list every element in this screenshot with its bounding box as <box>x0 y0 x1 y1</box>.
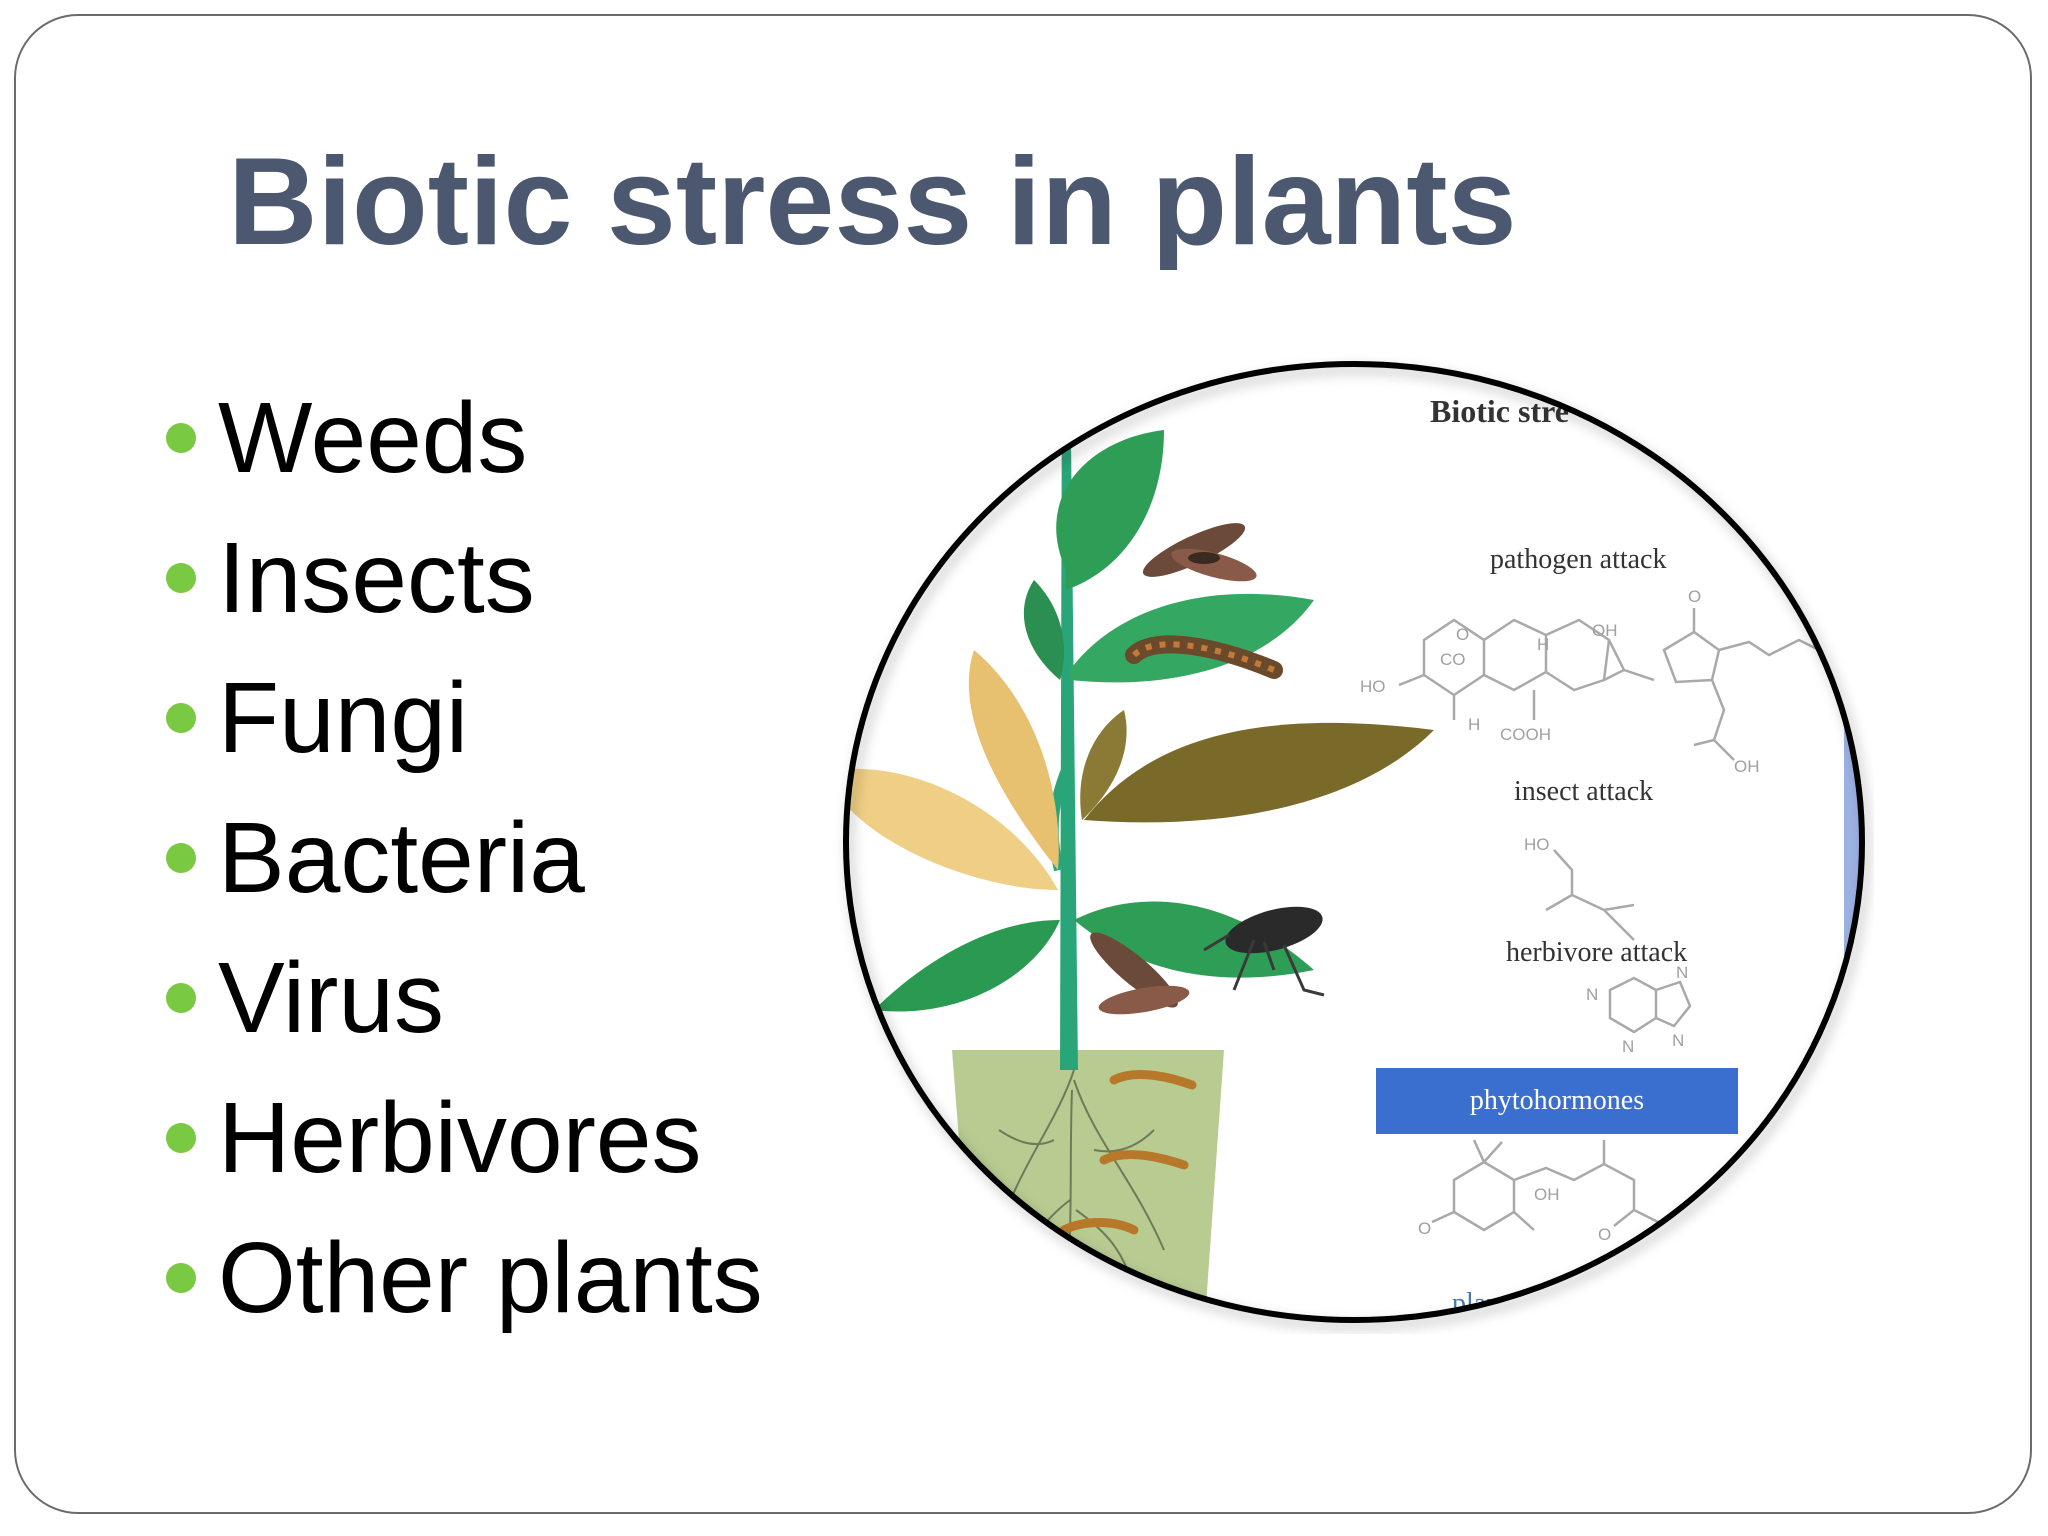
chem-label: CO <box>1440 650 1466 669</box>
beetle-icon <box>1203 906 1325 997</box>
bullet-text: Other plants <box>218 1221 763 1334</box>
bullet-dot-icon <box>166 563 196 593</box>
chem-label: H <box>1537 635 1549 654</box>
chemical-structure-icon: HO <box>1524 835 1635 941</box>
leaf-icon <box>1023 580 1065 680</box>
slide: Biotic stress in plants Weeds Insects Fu… <box>14 14 2032 1514</box>
chem-label: H <box>1468 715 1480 734</box>
bullet-item-other-plants: Other plants <box>166 1208 763 1348</box>
biotic-stress-figure: Biotic stre pathogen attack insect attac… <box>834 350 1874 1334</box>
bullet-dot-icon <box>166 983 196 1013</box>
pathogen-attack-label: pathogen attack <box>1490 544 1666 575</box>
chemical-structure-icon: OH O O <box>1418 1139 1659 1244</box>
bullet-text: Herbivores <box>218 1081 702 1194</box>
bullet-dot-icon <box>166 843 196 873</box>
bullet-item-weeds: Weeds <box>166 368 763 508</box>
bullet-text: Insects <box>218 521 535 634</box>
figure-svg: Biotic stre pathogen attack insect attac… <box>843 361 1865 1323</box>
leaf-icon <box>846 768 1058 890</box>
leaf-icon <box>968 650 1059 870</box>
caterpillar-icon <box>1125 635 1283 679</box>
bullet-list: Weeds Insects Fungi Bacteria Virus Herbi… <box>166 368 763 1348</box>
bullet-item-fungi: Fungi <box>166 648 763 788</box>
chemical-structure-icon: O OH <box>1662 587 1820 776</box>
chem-label: O <box>1598 1225 1611 1244</box>
moth-icon <box>1090 932 1190 1015</box>
chem-label: OH <box>1592 621 1618 640</box>
figure-circle-frame <box>843 361 1865 1323</box>
bullet-text: Weeds <box>218 381 528 494</box>
chem-label: OH <box>1534 1185 1560 1204</box>
bullet-item-bacteria: Bacteria <box>166 788 763 928</box>
bullet-dot-icon <box>166 423 196 453</box>
chem-label: N <box>1586 985 1598 1004</box>
bullet-item-herbivores: Herbivores <box>166 1068 763 1208</box>
bullet-text: Fungi <box>218 661 469 774</box>
chem-label: O <box>1456 625 1469 644</box>
leaf-icon <box>1084 722 1434 823</box>
chem-label: HO <box>1360 677 1386 696</box>
chem-label: N <box>1622 1037 1634 1056</box>
chem-label: O <box>1418 1219 1431 1238</box>
bullet-dot-icon <box>166 1263 196 1293</box>
insect-attack-label: insect attack <box>1514 776 1653 807</box>
bullet-item-virus: Virus <box>166 928 763 1068</box>
leaf-icon <box>1056 430 1164 590</box>
leaf-icon <box>1080 710 1127 820</box>
chem-label: OH <box>1734 757 1760 776</box>
chemical-structure-icon: OH H CO HO H COOH O <box>1360 618 1655 744</box>
chem-label: COOH <box>1500 725 1551 744</box>
phytohormones-label: phytohormones <box>1470 1085 1644 1116</box>
larva-icon <box>1059 1070 1197 1235</box>
bullet-text: Bacteria <box>218 801 585 914</box>
slide-title: Biotic stress in plants <box>228 133 1517 271</box>
chem-label: HO <box>1524 835 1550 854</box>
phytohormones-box <box>1376 1068 1738 1134</box>
herbivore-attack-label: herbivore attack <box>1506 937 1687 968</box>
bullet-text: Virus <box>218 941 445 1054</box>
chem-label: N <box>1672 1031 1684 1050</box>
chem-label: O <box>1688 587 1701 606</box>
bullet-item-insects: Insects <box>166 508 763 648</box>
bullet-dot-icon <box>166 703 196 733</box>
leaf-icon <box>874 920 1060 1012</box>
bullet-dot-icon <box>166 1123 196 1153</box>
moth-icon <box>1142 523 1257 582</box>
chemical-structure-icon: N N N N <box>1586 963 1692 1056</box>
leaf-icon <box>1074 901 1314 978</box>
chem-label: N <box>1676 963 1688 982</box>
